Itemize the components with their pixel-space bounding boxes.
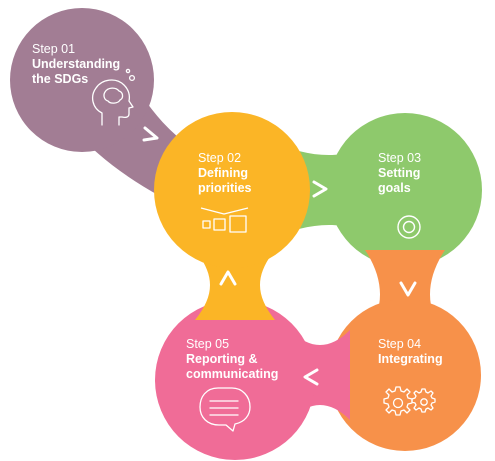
step-5-number: Step 05 [186,337,230,351]
step-5-title-line2: communicating [186,367,279,381]
step-1-number: Step 01 [32,42,76,56]
step-4-number: Step 04 [378,337,422,351]
step-1-label: Step 01 Understanding the SDGs [32,42,120,87]
step-3-label: Step 03 Setting goals [378,151,421,196]
step-2-circle [154,112,310,268]
arrow-step4-to-step5 [303,368,319,386]
step-2-number: Step 02 [198,151,242,165]
step-3-number: Step 03 [378,151,422,165]
step-2-title-line2: priorities [198,181,252,195]
step-3-title-line1: Setting [378,166,421,180]
arrow-step2-to-step3 [312,180,328,198]
arrow-step3-to-step4 [399,281,417,297]
gears-icon [383,386,436,416]
step-1-title-line2: the SDGs [32,72,89,86]
step-1-title-line1: Understanding [32,57,121,71]
step-1-circle [10,8,154,152]
squares-priority-icon [200,207,249,233]
step-4-label: Step 04 Integrating [378,337,443,367]
step-2-label: Step 02 Defining priorities [198,151,252,196]
step-5-circle [155,300,315,460]
arrow-step5-to-step2 [219,270,237,286]
step-5-label: Step 05 Reporting & communicating [186,337,278,382]
step-5-shape [155,300,350,460]
step-4-title-line1: Integrating [378,352,443,366]
head-brain-icon [91,68,136,126]
step-4-circle [329,299,481,451]
target-icon [397,215,421,239]
step-2-title-line1: Defining [198,166,248,180]
step-3-title-line2: goals [378,181,411,195]
step-5-title-line1: Reporting & [186,352,258,366]
arrow-step1-to-step2 [142,126,159,142]
step-3-circle [328,113,482,267]
speech-bubble-icon [199,387,251,432]
